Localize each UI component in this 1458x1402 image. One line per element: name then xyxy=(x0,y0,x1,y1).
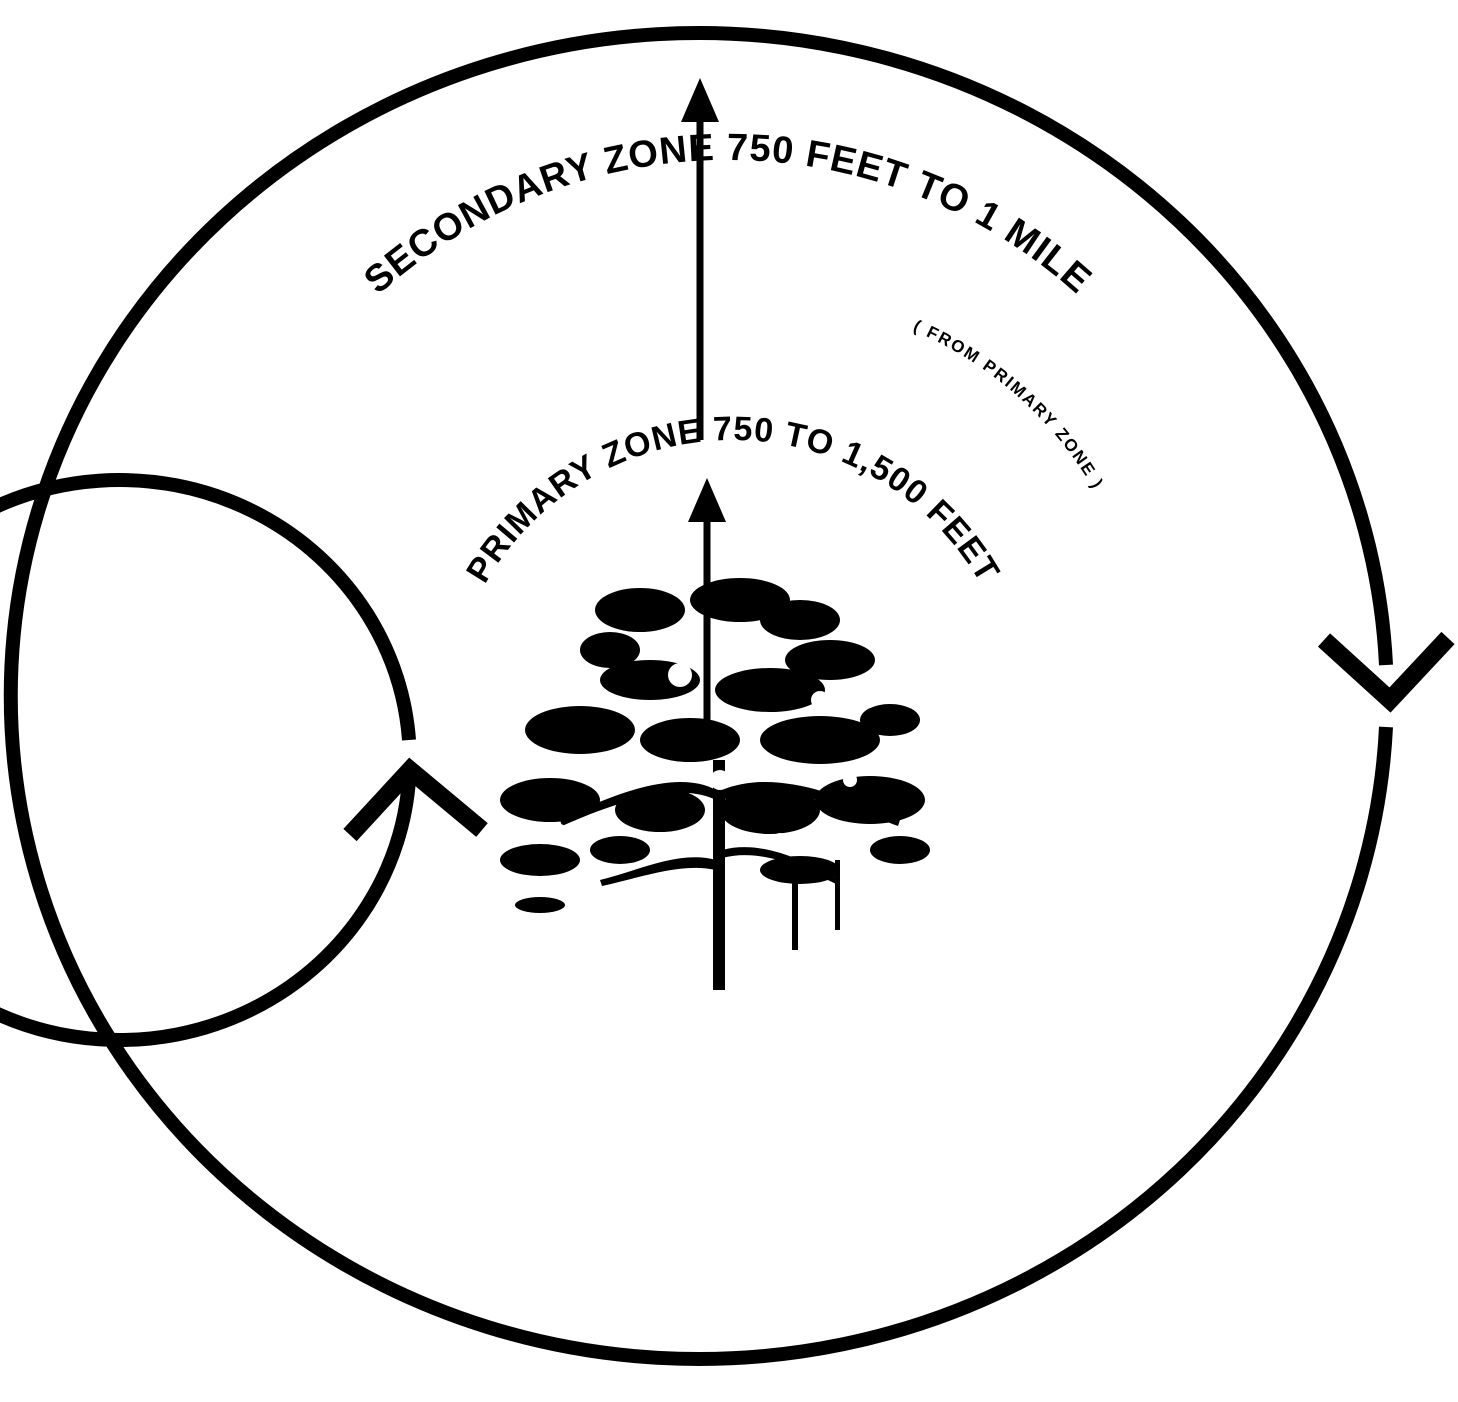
primary-zone-chevron xyxy=(350,770,482,835)
secondary-zone-sublabel: ( FROM PRIMARY ZONE ) xyxy=(911,316,1108,493)
secondary-zone-label: SECONDARY ZONE 750 FEET TO 1 MILE xyxy=(356,127,1099,302)
primary-zone-arrowhead xyxy=(688,478,726,522)
primary-zone-label: PRIMARY ZONE 750 TO 1,500 FEET xyxy=(459,410,1007,589)
secondary-zone-arrowhead xyxy=(681,78,719,122)
